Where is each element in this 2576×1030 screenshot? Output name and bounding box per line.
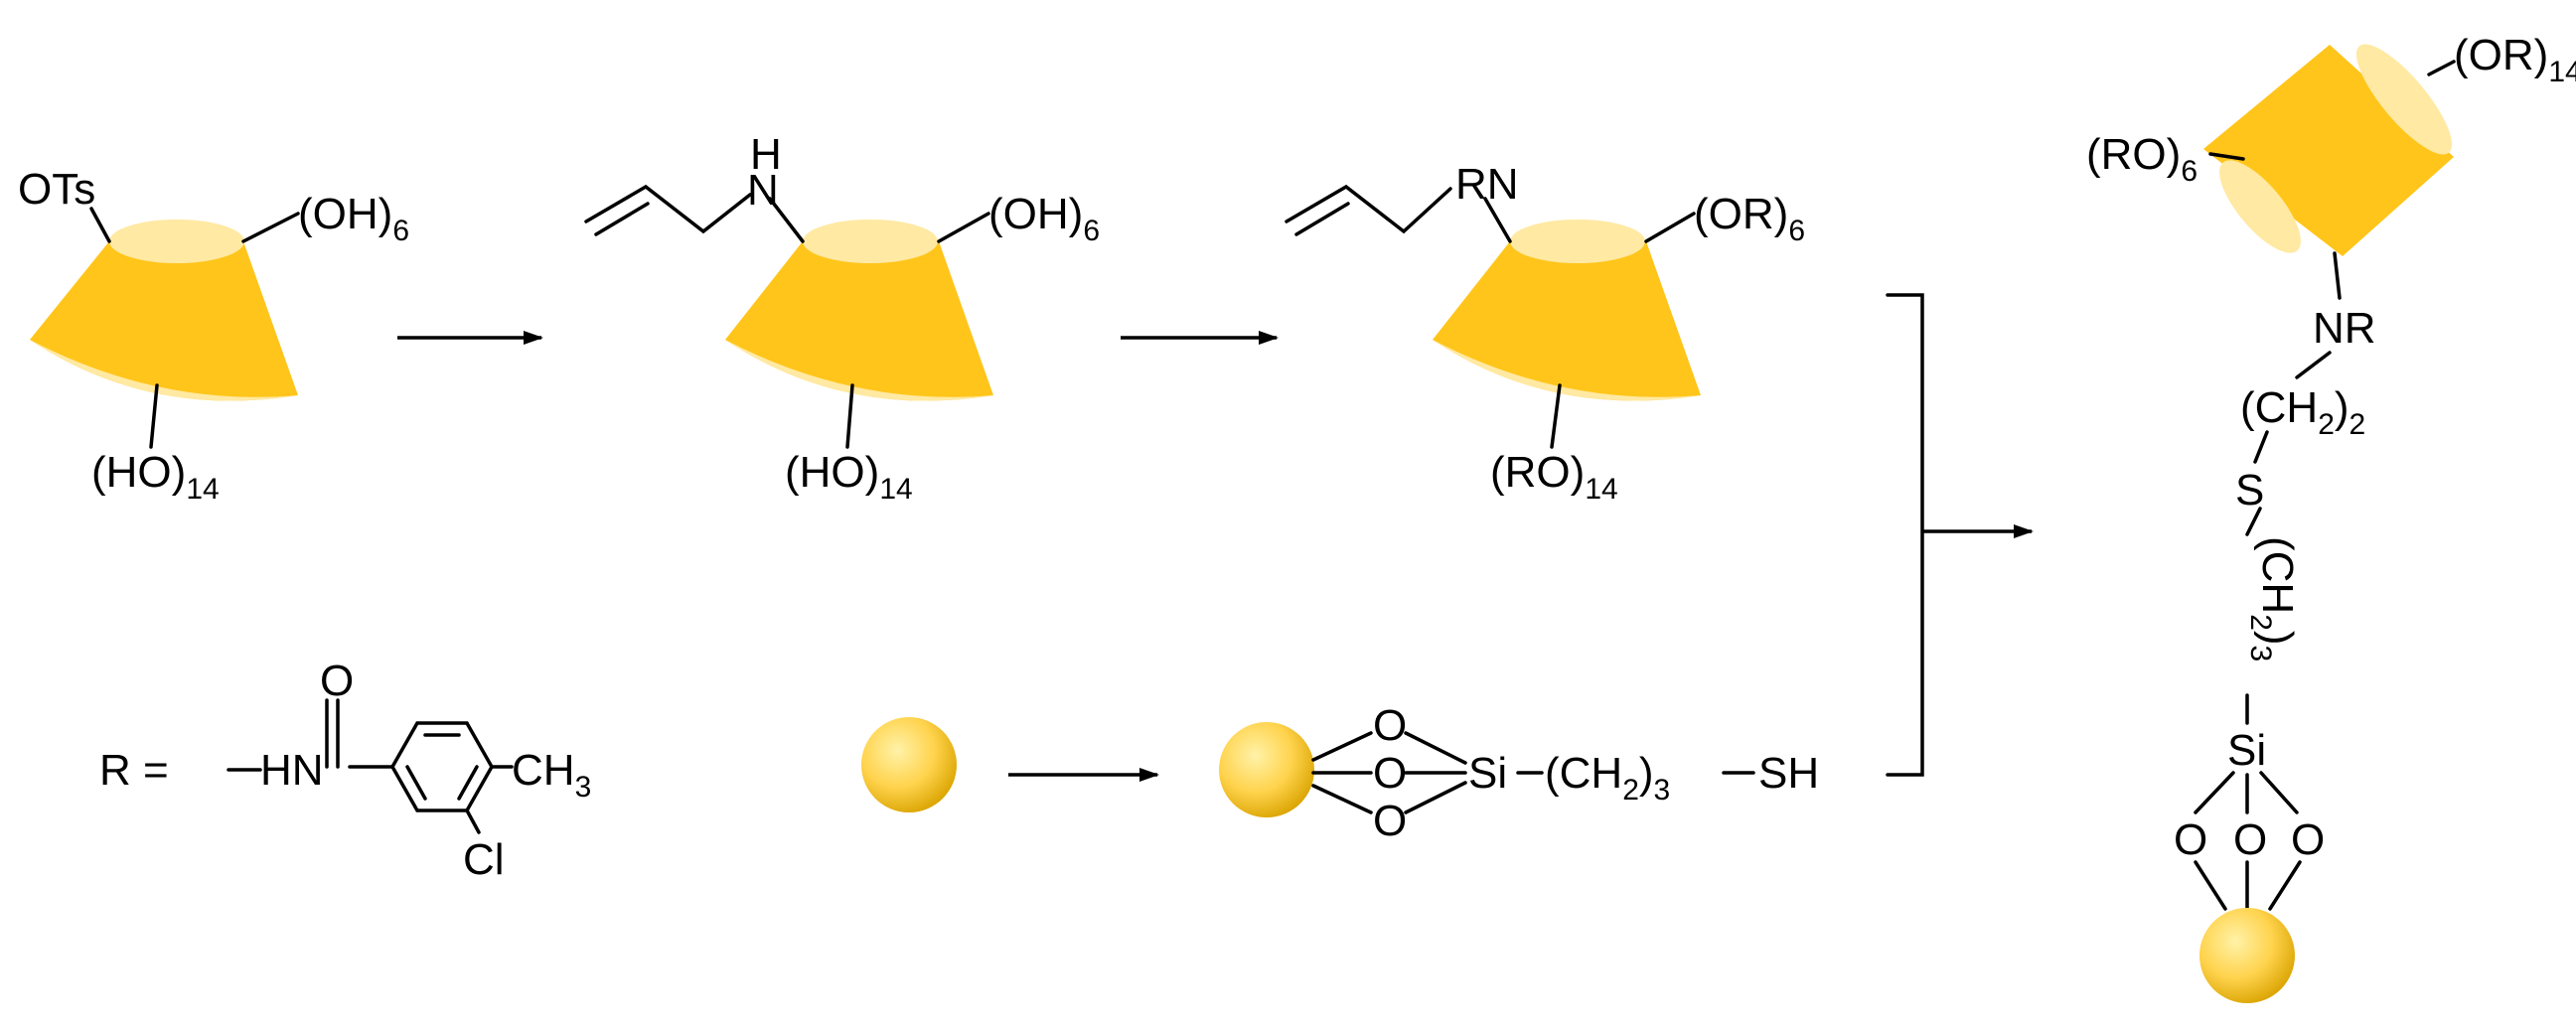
rim-ester-label: (OR) [2454,31,2548,79]
r-group-definition: R = HN O CH3 Cl [99,657,591,884]
product-csp: (OR)14 (RO)6 NR (CH2)2 S (CH2)3 Si O O O [2086,31,2576,1003]
ethyl-spacer-label: (CH [2240,383,2318,432]
cone-rim [1510,220,1645,263]
svg-text:(OH)6: (OH)6 [298,190,409,247]
combination-bracket [1886,293,1924,777]
cyclodextrin-allylamine: H N (OH)6 (HO)14 [584,130,1100,506]
svg-text:(CH2)3: (CH2)3 [2244,536,2302,662]
cone-rim-top [2355,44,2453,155]
r-equals-label: R = [99,746,169,795]
rim-hydroxyl-label: (OH) [298,190,392,238]
amine-h-label: H [750,130,782,179]
svg-text:(HO)14: (HO)14 [91,448,220,506]
svg-text:(OR)14: (OR)14 [2454,31,2576,88]
cyclodextrin-tosylate: OTs (OH)6 (HO)14 [18,165,409,506]
svg-text:(CH2)3: (CH2)3 [1545,749,1670,807]
cone-body [2203,45,2454,256]
cone-base-highlight [725,340,993,401]
siloxane-oxygen-left: O [2174,815,2207,864]
svg-text:(RO)14: (RO)14 [1490,448,1618,506]
siloxane-oxygen-bottom: O [1373,797,1407,845]
siloxane-oxygen-top: O [1373,701,1407,750]
siloxane-oxygen-mid: O [2233,815,2267,864]
cone-base-highlight [1433,340,1701,401]
cyclodextrin-derivatized: RN (OR)6 (RO)14 [1285,160,1805,506]
svg-text:CH3: CH3 [512,746,591,804]
thiol-label: SH [1758,749,1819,798]
sulfur-label: S [2235,466,2264,515]
cone-rim [803,220,938,263]
siloxane-oxygen-right: O [2291,815,2325,864]
thiol-silica: O O O Si (CH2)3 SH [1219,701,1819,845]
cone-rim [109,220,244,263]
silicon-label: Si [1468,749,1507,798]
base-ester-label: (RO) [1490,448,1585,497]
amine-n-label: N [747,166,779,215]
chloro-label: Cl [463,835,505,884]
svg-text:(OH)6: (OH)6 [988,190,1100,247]
svg-text:(RO)6: (RO)6 [2086,130,2197,188]
silica-bead [2199,908,2295,1003]
propyl-chain-label: (CH [2253,536,2302,614]
base-hydroxyl-label: (HO) [91,448,186,497]
siloxane-oxygen-mid: O [1373,749,1407,798]
svg-text:(HO)14: (HO)14 [785,448,913,506]
silica-bead-bare [861,717,957,812]
silica-bead [1219,722,1314,817]
amine-nr-label: NR [2313,304,2376,353]
base-hydroxyl-label: (HO) [785,448,879,497]
rim-hydroxyl-label: (OH) [988,190,1083,238]
svg-text:(OR)6: (OR)6 [1694,190,1805,247]
base-ester-label: (RO) [2086,130,2181,179]
methyl-label: CH [512,746,575,795]
cone-base-highlight [30,340,298,401]
rim-ester-label: (OR) [1694,190,1788,238]
propyl-chain-label: (CH [1545,749,1622,798]
cone-body [30,241,298,401]
cone-rim-side [2219,160,2301,253]
tosylate-label: OTs [18,165,95,214]
svg-text:(CH2)2: (CH2)2 [2240,383,2365,441]
amine-rn-label: RN [1455,160,1519,209]
silicon-label: Si [2227,726,2266,775]
cone-body [725,241,993,401]
amide-nh-label: HN [260,746,324,795]
carbonyl-oxygen-label: O [320,657,354,705]
cone-body [1433,241,1701,401]
